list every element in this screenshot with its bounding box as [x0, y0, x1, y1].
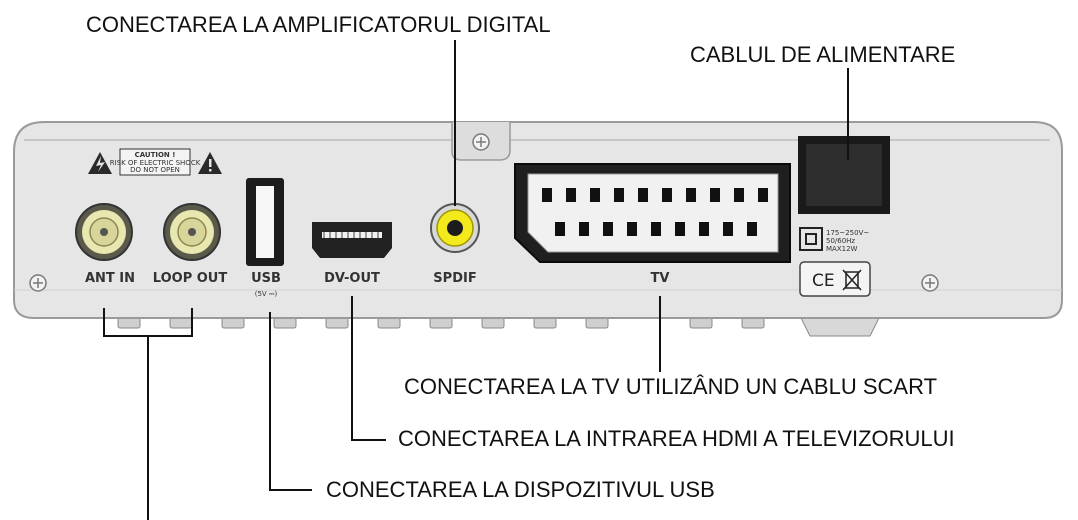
power-rating-2: 50/60Hz [826, 237, 855, 245]
callout-hdmi-tv: CONECTAREA LA INTRAREA HDMI A TELEVIZORU… [398, 426, 955, 451]
usb-voltage-label: (5V ⎓) [255, 290, 278, 298]
loop-out-label: LOOP OUT [153, 271, 228, 286]
exclamation-warning-icon [198, 152, 222, 174]
hdmi-port[interactable] [312, 222, 392, 258]
screw-top [472, 133, 490, 151]
ant-in-connector[interactable] [75, 203, 133, 261]
screw-left [29, 274, 47, 292]
caution-title: CAUTION ! [135, 151, 176, 159]
spdif-rca-connector[interactable] [430, 203, 480, 253]
ant-in-label: ANT IN [85, 271, 135, 286]
spdif-label: SPDIF [433, 271, 476, 286]
usb-port[interactable] [246, 178, 284, 266]
leader-lines [103, 40, 849, 520]
screw-right [921, 274, 939, 292]
leader-usb [269, 312, 312, 491]
callout-power-cable: CABLUL DE ALIMENTARE [690, 42, 956, 67]
caution-line-2: DO NOT OPEN [130, 166, 180, 174]
callout-usb-device: CONECTAREA LA DISPOZITIVUL USB [326, 477, 715, 502]
power-cable-socket[interactable] [798, 136, 890, 214]
leader-hdmi [351, 296, 386, 441]
electric-warning-icon [88, 152, 112, 174]
callout-digital-amplifier: CONECTAREA LA AMPLIFICATORUL DIGITAL [86, 12, 551, 37]
loop-out-connector[interactable] [163, 203, 221, 261]
weee-bin-icon [842, 269, 862, 291]
caution-label: CAUTION ! RISK OF ELECTRIC SHOCK DO NOT … [110, 148, 201, 176]
ce-mark: CE [812, 271, 835, 291]
caution-line-1: RISK OF ELECTRIC SHOCK [110, 159, 201, 167]
dv-out-label: DV-OUT [324, 271, 380, 286]
tv-label: TV [651, 271, 670, 286]
scart-connector[interactable] [514, 163, 791, 263]
usb-label: USB [251, 271, 281, 286]
power-rating-3: MAX12W [826, 245, 858, 253]
ce-weee-marks: CE [799, 261, 871, 297]
power-rating-1: 175~250V~ [826, 229, 869, 237]
double-insulation-icon [799, 227, 823, 251]
callout-tv-scart: CONECTAREA LA TV UTILIZÂND UN CABLU SCAR… [404, 374, 938, 399]
